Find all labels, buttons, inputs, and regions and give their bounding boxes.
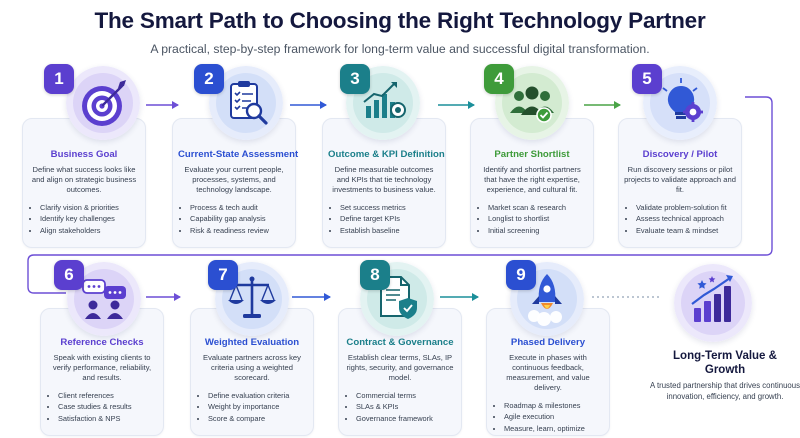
step-bullet: Process & tech audit: [190, 202, 290, 213]
final-icon-circle: [674, 264, 752, 342]
team-check-icon: [495, 66, 569, 140]
step-bullet: Identify key challenges: [40, 213, 140, 224]
step-number-badge-3: 3: [340, 64, 370, 94]
step-bullet: Capability gap analysis: [190, 213, 290, 224]
step-bullet: Establish baseline: [340, 225, 440, 236]
step-bullet: Define target KPIs: [340, 213, 440, 224]
step-number-badge-1: 1: [44, 64, 74, 94]
growth-bars-stars-icon: [674, 264, 752, 342]
step-card-1: Business Goal Define what success looks …: [22, 118, 146, 248]
step-2-icon-circle: [209, 66, 283, 140]
step-bullet: Satisfaction & NPS: [58, 413, 158, 424]
step-number-badge-6: 6: [54, 260, 84, 290]
page-title: The Smart Path to Choosing the Right Tec…: [94, 8, 706, 33]
step-heading: Reference Checks: [60, 337, 144, 348]
step-bullet: Governance framework: [356, 413, 456, 424]
step-bullets: Validate problem-solution fit Assess tec…: [624, 202, 736, 236]
step-bullets: Roadmap & milestones Agile execution Mea…: [492, 400, 604, 434]
step-1-icon-circle: [66, 66, 140, 140]
step-bullet: Define evaluation criteria: [208, 390, 308, 401]
step-number-badge-7: 7: [208, 260, 238, 290]
step-bullet: Agile execution: [504, 411, 604, 422]
step-bullet: SLAs & KPIs: [356, 401, 456, 412]
step-bullet: Initial screening: [488, 225, 588, 236]
step-heading: Outcome & KPI Definition: [328, 149, 445, 160]
step-bullets: Market scan & research Longlist to short…: [476, 202, 588, 236]
step-bullet: Case studies & results: [58, 401, 158, 412]
step-heading: Current-State Assessment: [178, 149, 299, 160]
step-card-2: Current-State Assessment Evaluate your c…: [172, 118, 299, 248]
step-number-badge-4: 4: [484, 64, 514, 94]
step-description: Establish clear terms, SLAs, IP rights, …: [346, 353, 454, 382]
step-card-8: Contract & Governance Establish clear te…: [338, 308, 462, 436]
step-bullets: Process & tech audit Capability gap anal…: [178, 202, 290, 236]
step-number-badge-8: 8: [360, 260, 390, 290]
target-icon: [66, 66, 140, 140]
step-description: Execute in phases with continuous feedba…: [506, 353, 590, 392]
step-description: Evaluate partners across key criteria us…: [203, 353, 301, 382]
chat-people-icon: [67, 262, 141, 336]
step-number-badge-9: 9: [506, 260, 536, 290]
step-bullet: Longlist to shortlist: [488, 213, 588, 224]
step-bullet: Clarify vision & priorities: [40, 202, 140, 213]
step-description: Speak with existing clients to verify pe…: [52, 353, 152, 382]
step-bullet: Client references: [58, 390, 158, 401]
step-bullet: Commercial terms: [356, 390, 456, 401]
step-number-badge-5: 5: [632, 64, 662, 94]
step-description: Evaluate your current people, processes,…: [184, 165, 284, 194]
step-heading: Contract & Governance: [346, 337, 454, 348]
step-heading: Partner Shortlist: [494, 149, 570, 160]
step-heading: Phased Delivery: [510, 337, 586, 348]
step-bullets: Commercial terms SLAs & KPIs Governance …: [344, 390, 456, 424]
final-description: A trusted partnership that drives contin…: [650, 381, 800, 401]
step-bullet: Set success metrics: [340, 202, 440, 213]
step-4-icon-circle: [495, 66, 569, 140]
step-description: Run discovery sessions or pilot projects…: [624, 165, 736, 194]
page-subtitle: A practical, step-by-step framework for …: [150, 42, 650, 56]
step-heading: Discovery / Pilot: [642, 149, 718, 160]
step-bullets: Clarify vision & priorities Identify key…: [28, 202, 140, 236]
step-bullet: Roadmap & milestones: [504, 400, 604, 411]
step-bullets: Define evaluation criteria Weight by imp…: [196, 390, 308, 424]
step-bullet: Evaluate team & mindset: [636, 225, 736, 236]
step-bullet: Score & compare: [208, 413, 308, 424]
step-bullet: Measure, learn, optimize: [504, 423, 604, 434]
step-heading: Business Goal: [50, 149, 118, 160]
clipboard-magnifier-icon: [209, 66, 283, 140]
step-bullet: Validate problem-solution fit: [636, 202, 736, 213]
step-6-icon-circle: [67, 262, 141, 336]
step-bullet: Risk & readiness review: [190, 225, 290, 236]
step-number-badge-2: 2: [194, 64, 224, 94]
step-bullet: Market scan & research: [488, 202, 588, 213]
step-bullets: Set success metrics Define target KPIs E…: [328, 202, 440, 236]
step-description: Define measurable outcomes and KPIs that…: [332, 165, 436, 194]
step-description: Identify and shortlist partners that hav…: [483, 165, 581, 194]
step-card-5: Discovery / Pilot Run discovery sessions…: [618, 118, 742, 248]
step-bullets: Client references Case studies & results…: [46, 390, 158, 424]
step-bullet: Assess technical approach: [636, 213, 736, 224]
step-heading: Weighted Evaluation: [204, 337, 300, 348]
step-bullet: Align stakeholders: [40, 225, 140, 236]
step-description: Define what success looks like and align…: [31, 165, 137, 194]
step-bullet: Weight by importance: [208, 401, 308, 412]
final-title: Long-Term Value & Growth: [673, 350, 777, 376]
